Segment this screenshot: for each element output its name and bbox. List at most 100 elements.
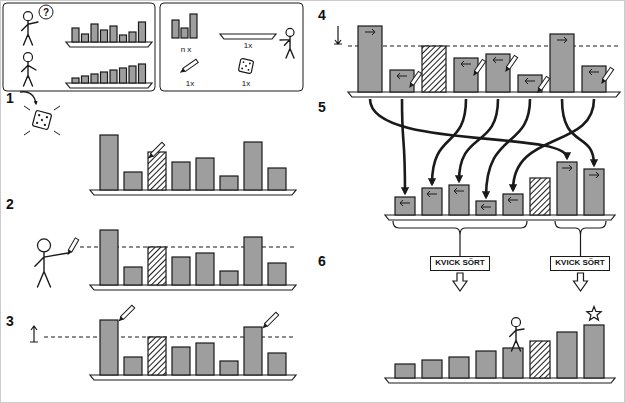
move-arrow [30,326,38,342]
head [38,239,51,252]
bar-row [72,22,146,42]
bar [220,361,238,375]
body [280,36,294,58]
shelf [90,285,296,290]
bar [129,32,136,42]
die-pip [46,116,49,119]
bar [129,66,136,83]
shelf-board [385,378,615,383]
bar [190,14,197,38]
motion-stroke [24,106,30,110]
pencil-icon [66,238,79,256]
quantity-label: 1x [242,80,250,89]
shelf-board [348,92,620,97]
bar [220,176,238,190]
direction-arrow [454,188,464,194]
bar [268,263,286,285]
bar [172,20,179,38]
shelf [90,375,296,380]
bar [196,158,214,190]
pencil-icon [535,76,549,94]
bar [422,188,442,215]
shelf-board [90,285,296,290]
pencil-tip [147,154,153,160]
sign-box: KVICK SÖRT [550,256,609,271]
bar [486,54,510,92]
person-figure [280,28,294,58]
sign-post [580,235,581,256]
bar [82,34,89,42]
bar [358,26,382,92]
body [35,252,68,287]
direction-arrow [525,78,535,84]
step-number: 5 [318,100,326,115]
bar [172,347,190,375]
bar [124,357,142,375]
pivot-line [348,46,620,47]
bar [454,58,478,92]
pencil-body [183,59,198,71]
move-curve [513,99,594,190]
pivot-bar [148,152,166,190]
bar [196,343,214,375]
bar [100,230,118,285]
die-pip [36,121,39,124]
shelf [348,92,620,97]
step-number: 2 [6,197,14,212]
head [286,28,294,36]
pencil-body [68,238,78,252]
die-pip [241,67,243,69]
bar [172,257,190,285]
pencil-icon [471,59,485,77]
pencil-body [506,55,517,69]
bar [557,162,577,215]
pencil-body [265,312,279,326]
head [512,318,521,327]
move-curve [432,99,466,184]
quantity-label: 1x [186,80,194,89]
quantity-label: 1x [244,42,252,51]
die-pip [41,119,44,122]
direction-arrow [493,57,503,63]
bar [476,201,496,215]
group-brace [393,221,527,235]
bar [110,26,117,42]
direction-arrow [461,61,471,67]
head [24,12,33,21]
body [22,62,36,86]
die-pip [245,65,247,67]
direction-arrow [400,200,410,206]
bar-row [395,162,604,215]
sign-post [459,235,460,256]
pivot-bar [422,46,446,92]
direction-arrow [557,37,567,43]
step-number: 1 [6,91,14,106]
shelf-board [66,83,152,88]
shelf [385,215,615,220]
bar [390,70,414,92]
thought-bubble [39,5,53,19]
bar [557,332,577,378]
bar [139,22,146,42]
bar [91,24,98,42]
bar [550,34,574,92]
die-pip [247,69,249,71]
bar [422,360,442,378]
pencil-icon [503,55,517,73]
die-face [32,110,52,130]
body [22,21,38,45]
bar [584,169,604,215]
bar [120,68,127,83]
bar-row [100,320,286,375]
output-arrow [453,273,467,291]
sign-text: KVICK SÖRT [555,259,604,268]
pencil-body [151,142,165,156]
pencil-tip [599,79,605,85]
die-pip [249,62,251,64]
direction-arrow [508,197,518,203]
pivot-bar [530,178,550,215]
bar [110,70,117,83]
bar [449,185,469,215]
bar-row [172,14,197,38]
